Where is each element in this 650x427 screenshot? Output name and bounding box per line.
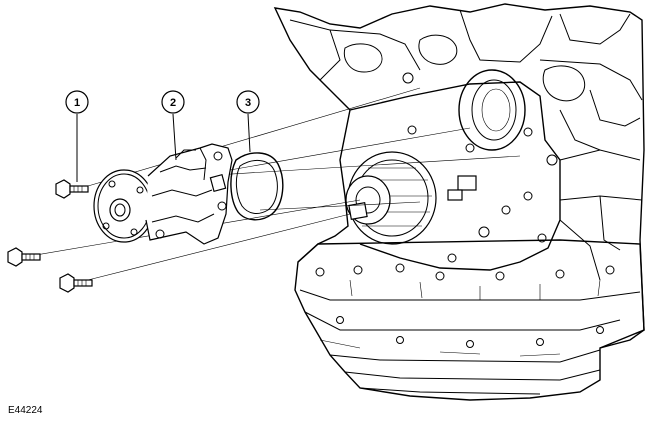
engine-block (273, 3, 645, 401)
callout-2-label: 2 (170, 97, 176, 109)
bolt-upper (55, 179, 89, 199)
callout-2: 2 (161, 90, 185, 161)
callout-3-label: 3 (245, 97, 251, 109)
figure-id: E44224 (8, 405, 43, 416)
callout-1-label: 1 (74, 97, 80, 109)
gasket (230, 152, 284, 221)
water-pump (93, 143, 233, 245)
callout-3: 3 (236, 90, 260, 153)
bolt-left (7, 247, 41, 267)
bolt-lower (59, 273, 93, 293)
callout-1: 1 (65, 90, 89, 182)
guide-lines (29, 87, 521, 283)
